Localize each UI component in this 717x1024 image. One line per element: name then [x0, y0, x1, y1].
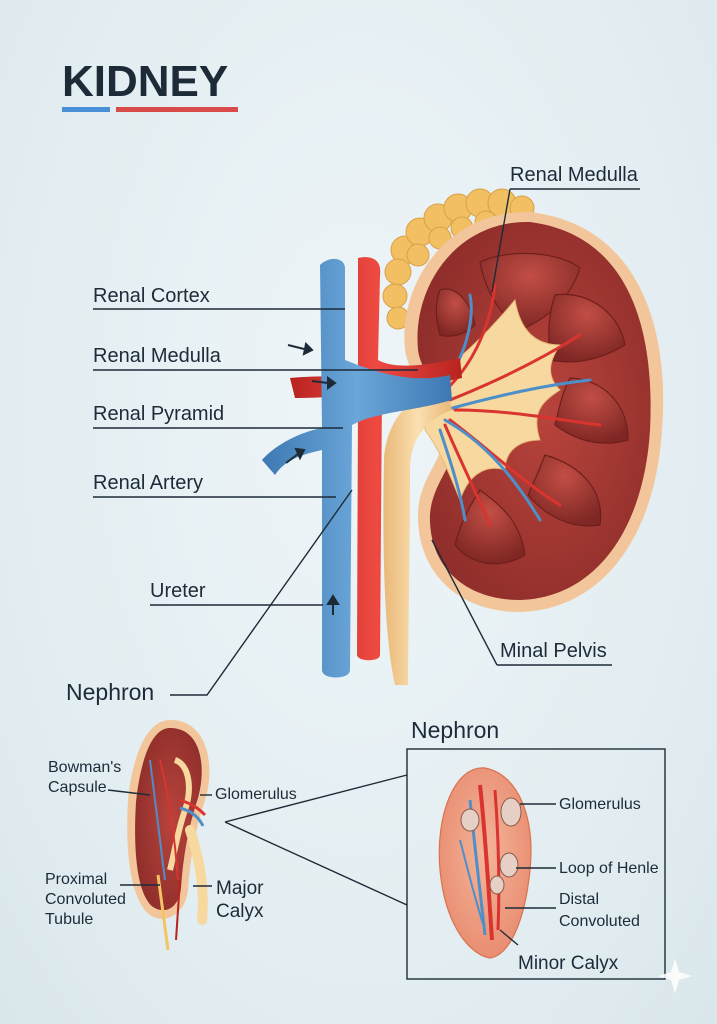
label-bowmans-capsule-1: Bowman's — [48, 759, 121, 776]
label-renal-cortex: Renal Cortex — [93, 285, 210, 307]
small-kidney — [127, 720, 210, 951]
label-major-calyx-2: Calyx — [216, 901, 264, 922]
label-bowmans-capsule-2: Capsule — [48, 779, 107, 796]
adrenal-gland — [382, 188, 535, 330]
label-distal-2: Convoluted — [559, 913, 640, 930]
label-renal-pyramid: Renal Pyramid — [93, 403, 224, 425]
label-glomerulus-inset: Glomerulus — [559, 796, 641, 813]
label-proximal-1: Proximal — [45, 871, 107, 888]
page-title: KIDNEY — [62, 57, 228, 106]
title-underline-blue — [62, 107, 110, 112]
label-proximal-3: Tubule — [45, 911, 93, 928]
ureter — [383, 385, 452, 685]
label-renal-medulla: Renal Medulla — [93, 345, 222, 367]
renal-pyramids — [435, 252, 629, 565]
label-minor-calyx: Minor Calyx — [518, 953, 619, 974]
label-renal-medulla-top: Renal Medulla — [510, 164, 639, 186]
label-nephron: Nephron — [66, 679, 154, 705]
main-leaders — [93, 188, 640, 696]
label-minal-pelvis: Minal Pelvis — [500, 640, 607, 662]
nephron-inset-illustration — [438, 767, 532, 959]
label-glomerulus-small: Glomerulus — [215, 786, 297, 803]
sparkle-icon — [658, 958, 692, 994]
title-underline-red — [116, 107, 238, 112]
main-kidney — [262, 188, 664, 685]
nephron-inset-leaders — [499, 803, 556, 946]
nephron-inset-frame — [406, 748, 666, 980]
label-proximal-2: Convoluted — [45, 891, 126, 908]
label-major-calyx-1: Major — [216, 878, 264, 899]
flow-arrow-icon — [285, 341, 340, 615]
label-loop-of-henle: Loop of Henle — [559, 860, 659, 877]
internal-vessels — [438, 283, 602, 527]
label-distal-1: Distal — [559, 891, 599, 908]
nephron-inset-title: Nephron — [411, 717, 499, 743]
renal-artery — [290, 257, 462, 661]
small-kidney-leaders — [107, 774, 408, 906]
label-ureter: Ureter — [150, 580, 206, 602]
label-renal-artery: Renal Artery — [93, 472, 203, 494]
